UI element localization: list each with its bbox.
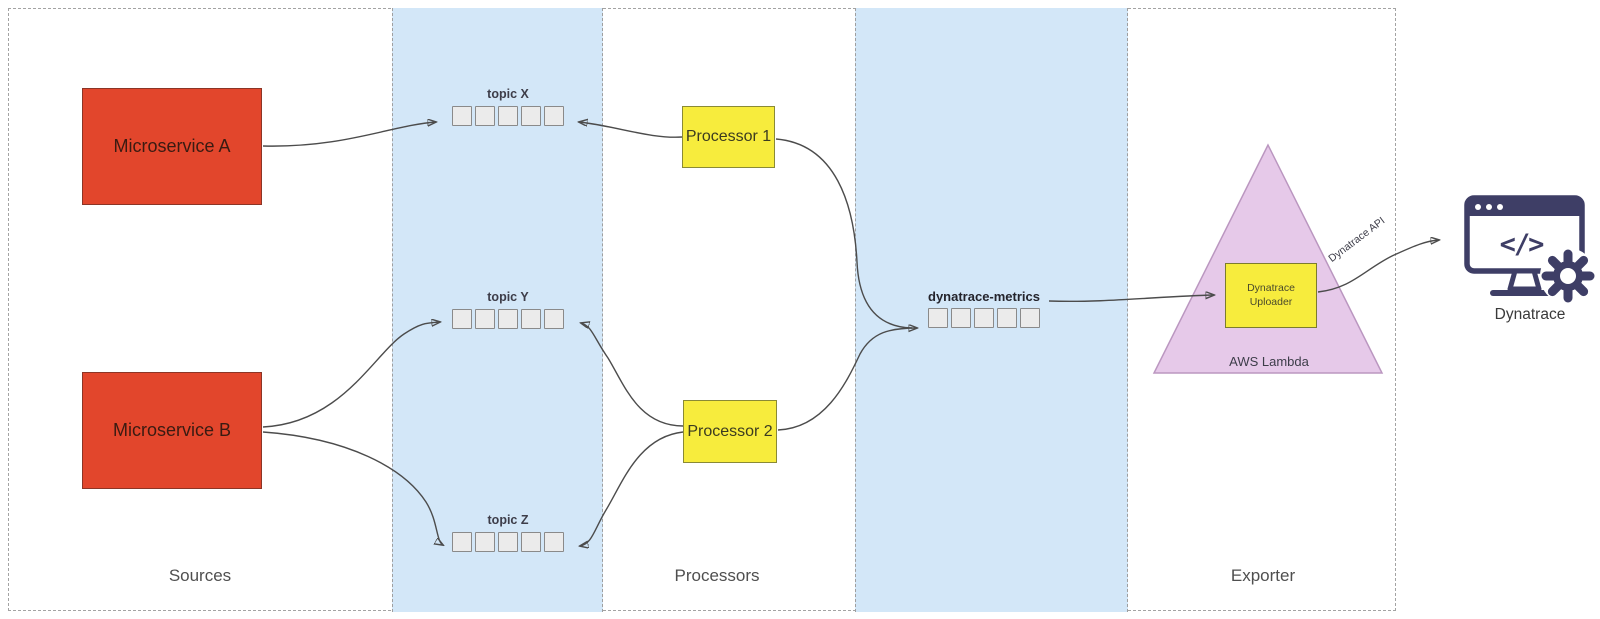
processor-1-label: Processor 1 [685, 128, 772, 145]
microservice-b-node[interactable]: Microservice B [82, 372, 262, 489]
topic-x-partitions [452, 105, 564, 126]
dynatrace-metrics-label: dynatrace-metrics [928, 289, 1040, 304]
microservice-b-label: Microservice B [112, 420, 232, 440]
partition-cell [544, 531, 564, 552]
dynatrace-uploader-label: Dynatrace Uploader [1247, 281, 1295, 308]
partition-cell [928, 308, 948, 328]
partition-cell [544, 308, 564, 329]
code-icon: </> [1500, 229, 1545, 260]
column-label-sources: Sources [168, 566, 232, 585]
partition-cell [521, 531, 541, 552]
partition-cell [974, 308, 994, 328]
diagram-border [8, 8, 1396, 611]
partition-cell [544, 105, 564, 126]
partition-cell [521, 308, 541, 329]
processor-2-label: Processor 2 [687, 422, 773, 440]
topic-z-group[interactable]: topic Z [452, 514, 564, 552]
processor-2-node[interactable]: Processor 2 [683, 400, 777, 463]
column-label-processors: Processors [674, 566, 760, 585]
partition-cell [452, 105, 472, 126]
gear-icon [1540, 248, 1596, 304]
dynatrace-icon[interactable]: </> [1455, 190, 1600, 325]
dynatrace-label: Dynatrace [1494, 306, 1566, 323]
partition-cell [521, 105, 541, 126]
dynatrace-uploader-node[interactable]: Dynatrace Uploader [1225, 263, 1317, 328]
partition-cell [951, 308, 971, 328]
partition-cell [498, 308, 518, 329]
partition-cell [498, 105, 518, 126]
partition-cell [1020, 308, 1040, 328]
topic-x-label: topic X [487, 87, 529, 101]
processor-1-node[interactable]: Processor 1 [682, 106, 775, 168]
partition-cell [452, 308, 472, 329]
topic-y-partitions [452, 308, 564, 329]
partition-cell [475, 531, 495, 552]
partition-cell [498, 531, 518, 552]
topic-y-label: topic Y [487, 290, 529, 304]
dynatrace-metrics-partitions [928, 308, 1040, 328]
topic-x-group[interactable]: topic X [452, 88, 564, 126]
partition-cell [475, 308, 495, 329]
aws-lambda-triangle[interactable] [1151, 142, 1385, 381]
partition-cell [997, 308, 1017, 328]
column-label-exporter: Exporter [1230, 566, 1296, 585]
aws-lambda-label: AWS Lambda [1229, 354, 1309, 369]
topic-z-partitions [452, 531, 564, 552]
dynatrace-metrics-topic-group[interactable]: dynatrace-metrics [928, 290, 1040, 328]
microservice-a-node[interactable]: Microservice A [82, 88, 262, 205]
partition-cell [475, 105, 495, 126]
topic-y-group[interactable]: topic Y [452, 291, 564, 329]
topic-z-label: topic Z [487, 513, 529, 527]
partition-cell [452, 531, 472, 552]
microservice-a-label: Microservice A [113, 136, 231, 156]
